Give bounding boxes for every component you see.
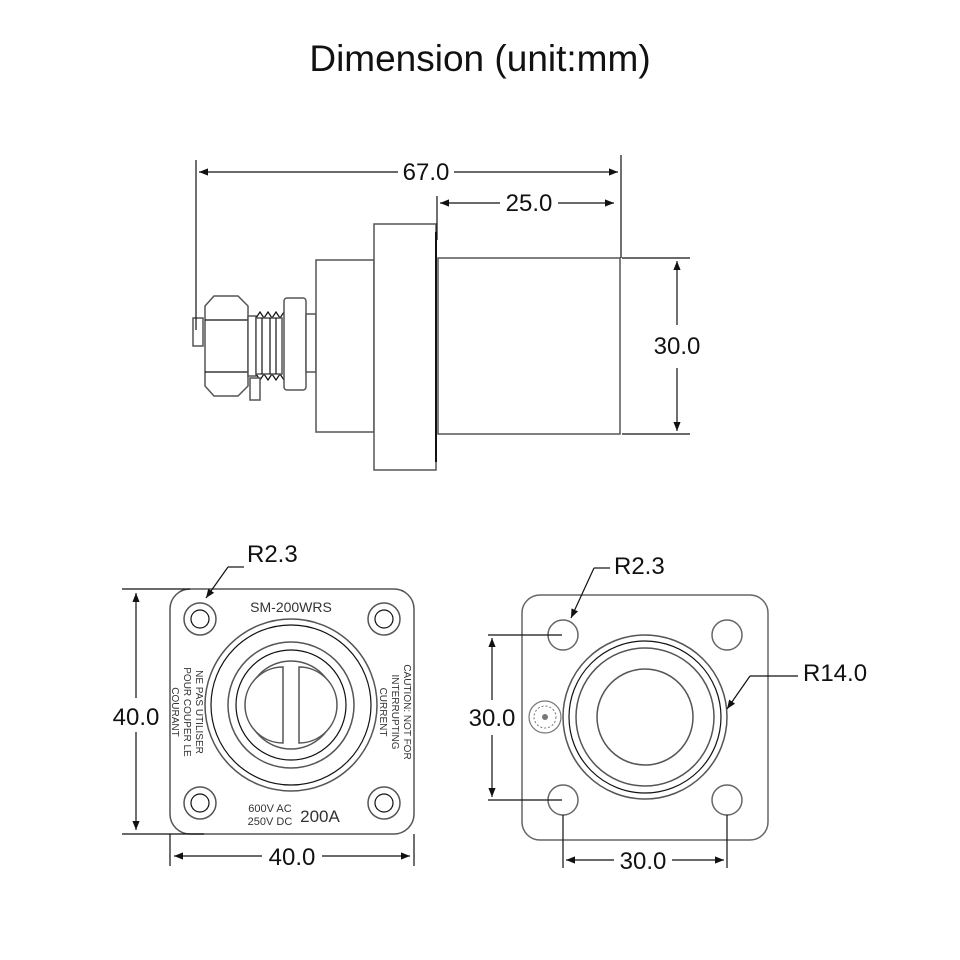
svg-text:NE PAS UTILISER: NE PAS UTILISER — [193, 670, 204, 754]
contact-half-left — [244, 666, 284, 744]
mounting-hole — [367, 602, 401, 636]
mounting-flange — [373, 223, 437, 471]
date-code-dial-icon — [528, 700, 562, 734]
mounting-hole — [711, 784, 743, 816]
contact-half-right — [298, 666, 338, 744]
diagram-title: Dimension (unit:mm) — [309, 38, 651, 79]
voltage-ac-label: 600V AC — [248, 803, 291, 815]
left-warning-text: NE PAS UTILISER POUR COUPER LE COURANT — [169, 667, 204, 757]
front-view: SM-200WRS NE PAS UTILISER POUR COUPER LE… — [113, 541, 415, 871]
overall-length-label: 67.0 — [403, 159, 450, 186]
svg-text:CAUTION: NOT FOR: CAUTION: NOT FOR — [401, 664, 412, 759]
svg-text:COURANT: COURANT — [169, 687, 180, 736]
terminal-stud — [192, 295, 317, 401]
bore-radius-label: R14.0 — [803, 660, 867, 687]
voltage-dc-label: 250V DC — [248, 816, 293, 828]
rear-view: R2.3 R14.0 30.0 30.0 — [469, 553, 867, 875]
hole-horizontal-spacing-label: 30.0 — [620, 848, 667, 875]
body-diameter-label: 30.0 — [654, 333, 701, 360]
mounting-hole — [183, 786, 217, 820]
front-width-label: 40.0 — [269, 844, 316, 871]
rear-corner-radius-label: R2.3 — [614, 553, 665, 580]
right-warning-text: CAUTION: NOT FOR INTERRUPTING CURRENT — [377, 664, 412, 759]
svg-text:INTERRUPTING: INTERRUPTING — [389, 675, 400, 750]
mounting-hole — [367, 786, 401, 820]
rear-bore — [596, 668, 694, 766]
svg-text:CURRENT: CURRENT — [377, 688, 388, 737]
rear-insulator — [315, 259, 375, 433]
mounting-hole — [183, 602, 217, 636]
front-corner-radius-label: R2.3 — [247, 541, 298, 568]
svg-text:POUR COUPER LE: POUR COUPER LE — [181, 667, 192, 757]
mounting-hole — [711, 619, 743, 651]
front-height-label: 40.0 — [113, 704, 160, 731]
side-view: 67.0 25.0 30.0 — [192, 155, 701, 471]
model-label: SM-200WRS — [250, 599, 332, 615]
connector-body — [437, 257, 621, 435]
current-rating-label: 200A — [300, 807, 340, 826]
body-length-label: 25.0 — [506, 190, 553, 217]
hole-vertical-spacing-label: 30.0 — [469, 705, 516, 732]
